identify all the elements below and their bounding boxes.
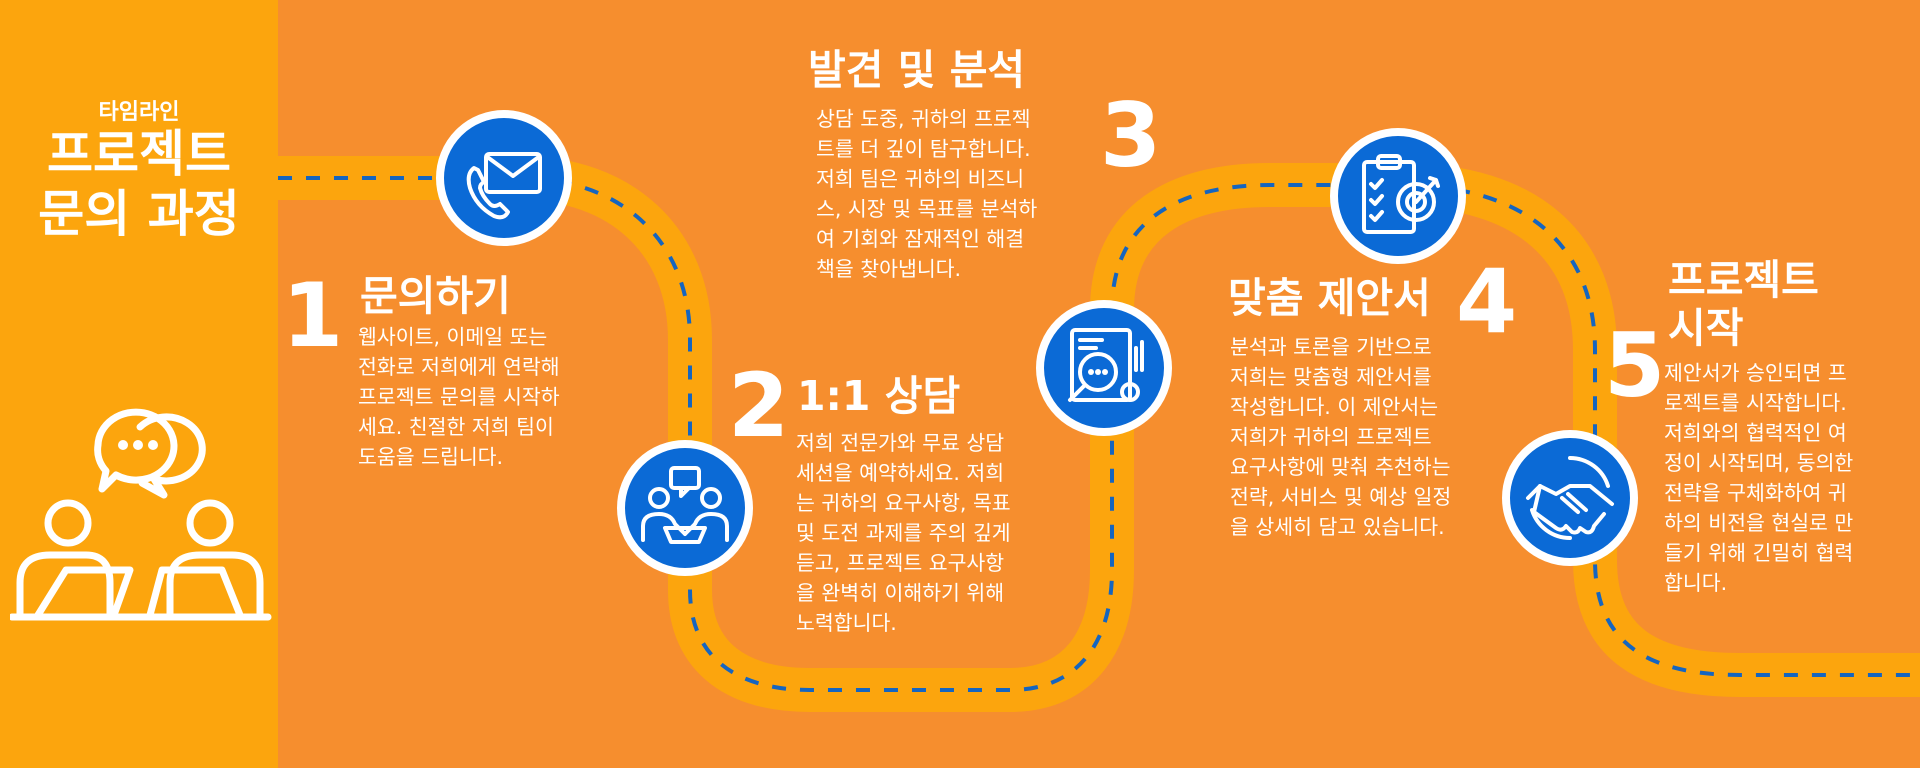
- step-5-line: 로젝트를 시작합니다.: [1664, 391, 1847, 415]
- step-4-line: 요구사항에 맞춰 추천하는: [1230, 455, 1451, 479]
- page-title-line2: 문의 과정: [38, 185, 240, 243]
- step-2-title: 1:1 상담: [797, 372, 961, 420]
- step-5-line: 제안서가 승인되면 프: [1664, 361, 1847, 385]
- step-2-number: 2: [728, 354, 790, 457]
- step-1-description: 웹사이트, 이메일 또는 전화로 저희에게 연락해 프로젝트 문의를 시작하 세…: [358, 322, 560, 472]
- step-3-line: 저희 팀은 귀하의 비즈니: [816, 167, 1025, 191]
- handshake-icon: [1526, 456, 1614, 540]
- step-2-line: 노력합니다.: [796, 611, 897, 635]
- analysis-magnifier-icon: [1068, 328, 1144, 402]
- step-1-line: 도움을 드립니다.: [358, 445, 504, 469]
- step-5-line: 저희와의 협력적인 여: [1664, 421, 1847, 445]
- step-2-line: 듣고, 프로젝트 요구사항: [796, 551, 1005, 575]
- step-4-line: 을 상세히 담고 있습니다.: [1230, 515, 1445, 539]
- step-5-line: 들기 위해 긴밀히 협력: [1664, 541, 1854, 565]
- page-title-line1: 프로젝트: [47, 125, 231, 183]
- step-1-line: 세요. 친절한 저희 팀이: [358, 415, 554, 439]
- timeline-subtitle: 타임라인: [98, 100, 180, 125]
- step-1-line: 전화로 저희에게 연락해: [358, 355, 560, 379]
- envelope-phone-icon: [466, 152, 542, 220]
- step-5-line: 정이 시작되며, 동의한: [1664, 451, 1854, 475]
- step-5-title-line2: 시작: [1668, 304, 1744, 352]
- step-3-line: 상담 도중, 귀하의 프로젝: [816, 107, 1031, 131]
- step-4-line: 저희가 귀하의 프로젝트: [1230, 425, 1432, 449]
- step-5-icon-circle: [1502, 430, 1638, 566]
- step-5-line: 전략을 구체화하여 귀: [1664, 481, 1847, 505]
- step-4-line: 분석과 토론을 기반으로: [1230, 335, 1432, 359]
- step-3-line: 트를 더 깊이 탐구합니다.: [816, 137, 1031, 161]
- step-3-icon-circle: [1036, 300, 1172, 436]
- step-4-line: 전략, 서비스 및 예상 일정: [1230, 485, 1452, 509]
- step-2-line: 및 도전 과제를 주의 깊게: [796, 521, 1011, 545]
- step-1-title: 문의하기: [360, 272, 511, 320]
- step-3-title: 발견 및 분석: [808, 46, 1026, 94]
- step-3-line: 책을 찾아냅니다.: [816, 257, 962, 281]
- step-1-line: 프로젝트 문의를 시작하: [358, 385, 560, 409]
- step-4-line: 저희는 맞춤형 제안서를: [1230, 365, 1432, 389]
- clipboard-target-icon: [1362, 154, 1440, 234]
- step-2-line: 세션을 예약하세요. 저희: [796, 461, 1005, 485]
- step-1-number: 1: [282, 264, 344, 367]
- step-4-line: 작성합니다. 이 제안서는: [1230, 395, 1439, 419]
- step-4-description: 분석과 토론을 기반으로 저희는 맞춤형 제안서를 작성합니다. 이 제안서는 …: [1230, 332, 1451, 542]
- step-4-title: 맞춤 제안서: [1228, 274, 1431, 322]
- step-3-line: 스, 시장 및 목표를 분석하: [816, 197, 1038, 221]
- step-5-number: 5: [1604, 314, 1666, 417]
- step-1-icon-circle: [436, 110, 572, 246]
- meeting-people-icon: [10, 408, 272, 621]
- step-2-line: 는 귀하의 요구사항, 목표: [796, 491, 1011, 515]
- step-2-line: 을 완벽히 이해하기 위해: [796, 581, 1005, 605]
- step-4-icon-circle: [1330, 128, 1466, 264]
- step-5-line: 합니다.: [1664, 571, 1728, 595]
- step-4-number: 4: [1456, 250, 1518, 353]
- step-5-line: 하의 비전을 현실로 만: [1664, 511, 1854, 535]
- consultation-chat-icon: [641, 466, 729, 544]
- step-1-line: 웹사이트, 이메일 또는: [358, 325, 548, 349]
- step-5-title-line1: 프로젝트: [1668, 256, 1819, 304]
- step-3-description: 상담 도중, 귀하의 프로젝 트를 더 깊이 탐구합니다. 저희 팀은 귀하의 …: [816, 104, 1037, 284]
- step-5-description: 제안서가 승인되면 프 로젝트를 시작합니다. 저희와의 협력적인 여 정이 시…: [1664, 358, 1853, 598]
- step-2-description: 저희 전문가와 무료 상담 세션을 예약하세요. 저희 는 귀하의 요구사항, …: [796, 428, 1011, 638]
- step-2-line: 저희 전문가와 무료 상담: [796, 431, 1005, 455]
- step-3-number: 3: [1100, 84, 1162, 187]
- step-2-icon-circle: [617, 440, 753, 576]
- step-3-line: 여 기회와 잠재적인 해결: [816, 227, 1025, 251]
- left-panel: [0, 0, 278, 768]
